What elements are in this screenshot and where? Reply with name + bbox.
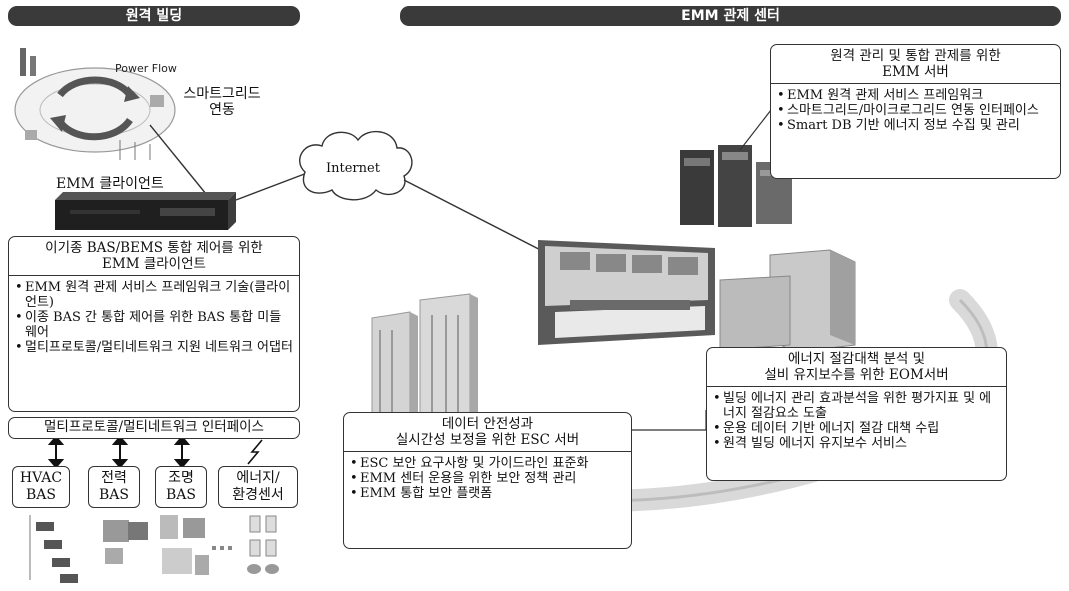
internet-cloud — [299, 130, 413, 201]
emm-server-bullet: 스마트그리드/마이크로그리드 연동 인터페이스 — [777, 103, 1054, 118]
ellipsis-dots — [212, 546, 232, 550]
hvac-devices — [29, 515, 78, 583]
smartgrid-label: 스마트그리드 연동 — [183, 86, 261, 118]
bas-arrows — [47, 435, 191, 469]
eom-server-bullet: 원격 빌딩 에너지 유지보수 서비스 — [713, 436, 1000, 451]
eom-server-cluster — [719, 249, 856, 353]
emm-client-device — [55, 192, 236, 230]
emm-server-title: 원격 관리 및 통합 관제를 위한 EMM 서버 — [771, 45, 1060, 84]
eom-server-title: 에너지 절감대책 분석 및 설비 유지보수를 위한 EOM서버 — [707, 348, 1006, 387]
client-box: 이기종 BAS/BEMS 통합 제어를 위한 EMM 클라이언트 EMM 원격 … — [8, 236, 300, 412]
eom-server-box: 에너지 절감대책 분석 및 설비 유지보수를 위한 EOM서버 빌딩 에너지 관… — [706, 347, 1007, 481]
power-flow-label: Power Flow — [115, 62, 177, 75]
lighting-devices — [160, 515, 209, 575]
smartgrid-illustration — [14, 48, 176, 160]
wireless-icon — [247, 439, 263, 465]
bas-lighting: 조명 BAS — [155, 466, 207, 508]
client-bullet: EMM 원격 관제 서비스 프레임워크 기술(클라이언트) — [15, 280, 293, 310]
emm-client-label: EMM 클라이언트 — [56, 176, 164, 192]
header-remote-building: 원격 빌딩 — [8, 6, 300, 26]
esc-server-bullet: EMM 센터 운용을 위한 보안 정책 관리 — [350, 471, 625, 486]
client-bullet: 이종 BAS 간 통합 제어를 위한 BAS 통합 미들웨어 — [15, 310, 293, 340]
emm-server-box: 원격 관리 및 통합 관제를 위한 EMM 서버 EMM 원격 관제 서비스 프… — [770, 44, 1061, 179]
interface-box: 멀티프로토콜/멀티네트워크 인터페이스 — [8, 417, 300, 439]
eom-server-bullet: 운용 데이터 기반 에너지 절감 대책 수립 — [713, 421, 1000, 436]
emm-server-bullet: Smart DB 기반 에너지 정보 수집 및 관리 — [777, 118, 1054, 133]
esc-server-bullet: ESC 보안 요구사항 및 가이드라인 표준화 — [350, 456, 625, 471]
esc-server-bullet: EMM 통합 보안 플랫폼 — [350, 486, 625, 501]
header-emm-center: EMM 관제 센터 — [400, 6, 1061, 26]
esc-server-cluster — [371, 293, 478, 431]
client-bullet: 멀티프로토콜/멀티네트워크 지원 네트워크 어댑터 — [15, 340, 293, 355]
bas-power: 전력 BAS — [88, 466, 140, 508]
power-devices — [103, 520, 148, 564]
internet-label: Internet — [326, 161, 380, 176]
client-box-title: 이기종 BAS/BEMS 통합 제어를 위한 EMM 클라이언트 — [9, 237, 299, 276]
bas-hvac: HVAC BAS — [12, 466, 70, 508]
emm-server-bullet: EMM 원격 관제 서비스 프레임워크 — [777, 88, 1054, 103]
eom-server-bullet: 빌딩 에너지 관리 효과분석을 위한 평가지표 및 에너지 절감요소 도출 — [713, 391, 1000, 421]
bas-energy-sensor: 에너지/ 환경센서 — [218, 466, 298, 508]
esc-server-box: 데이터 안전성과 실시간성 보정을 위한 ESC 서버 ESC 보안 요구사항 … — [343, 412, 632, 549]
sensor-devices — [247, 515, 279, 574]
control-room-image — [538, 240, 715, 345]
esc-server-title: 데이터 안전성과 실시간성 보정을 위한 ESC 서버 — [344, 413, 631, 452]
